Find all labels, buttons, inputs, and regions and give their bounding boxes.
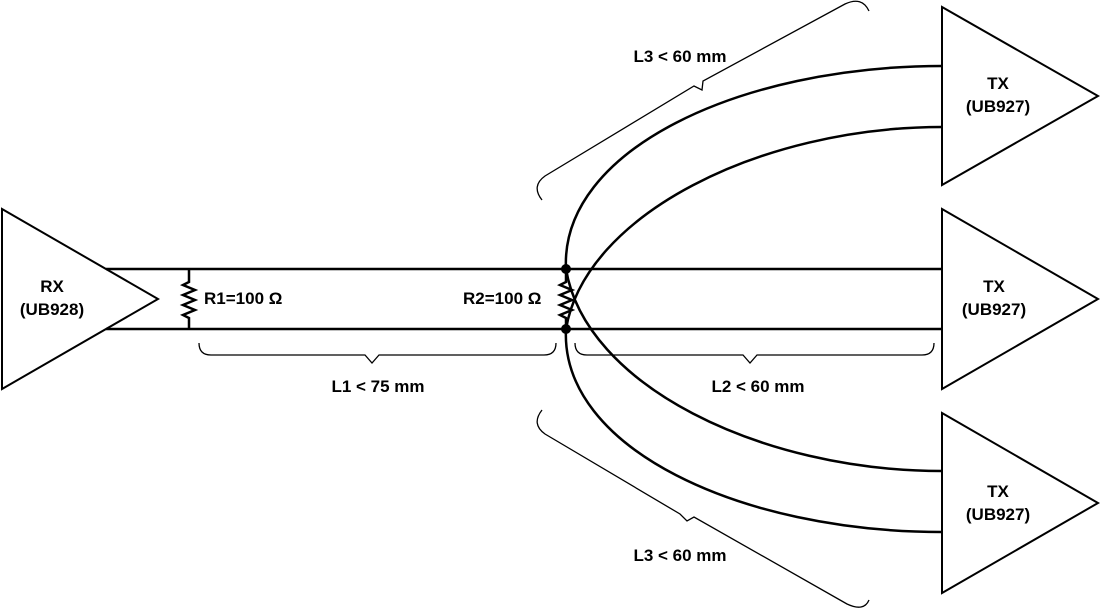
tx-part-bottom: (UB927) xyxy=(966,505,1030,524)
branch-bottom-outer xyxy=(564,328,943,534)
l1-brace-path xyxy=(198,342,557,364)
r1-symbol xyxy=(179,269,199,329)
l1-brace: L1 < 75 mm xyxy=(198,342,557,396)
l3-top-brace-path xyxy=(536,0,870,201)
r1-label: R1=100 Ω xyxy=(204,289,282,308)
l2-brace-path xyxy=(574,342,935,364)
tx-part-middle: (UB927) xyxy=(962,300,1026,319)
main-differential-pair xyxy=(106,267,942,331)
tx-triangle-middle xyxy=(941,207,1101,391)
r1-resistor: R1=100 Ω xyxy=(179,269,282,329)
l2-brace: L2 < 60 mm xyxy=(574,342,935,396)
tx-block-middle: TX (UB927) xyxy=(941,207,1101,391)
branch-bottom-inner xyxy=(564,268,943,473)
branch-bottom xyxy=(564,268,943,534)
tx-triangle-bottom xyxy=(941,411,1101,595)
l3-top-label: L3 < 60 mm xyxy=(633,47,726,66)
r2-label: R2=100 Ω xyxy=(463,289,541,308)
tx-name-top: TX xyxy=(987,74,1009,93)
branch-top-outer xyxy=(564,64,943,270)
rx-triangle xyxy=(1,207,161,391)
r2-symbol xyxy=(556,269,576,329)
tx-part-top: (UB927) xyxy=(966,97,1030,116)
l3-top-brace: L3 < 60 mm xyxy=(536,0,870,201)
r2-resistor: R2=100 Ω xyxy=(463,269,576,329)
rx-block: RX (UB928) xyxy=(1,207,161,391)
branch-top xyxy=(564,64,943,330)
tx-block-bottom: TX (UB927) xyxy=(941,411,1101,595)
l3-bottom-brace-path xyxy=(536,409,870,608)
tx-block-top: TX (UB927) xyxy=(941,5,1101,187)
tx-triangle-top xyxy=(941,5,1101,187)
rx-part: (UB928) xyxy=(20,300,84,319)
rx-name: RX xyxy=(40,277,64,296)
branch-top-inner xyxy=(564,125,943,330)
l3-bottom-brace: L3 < 60 mm xyxy=(536,409,870,608)
tx-name-bottom: TX xyxy=(987,482,1009,501)
l3-bottom-label: L3 < 60 mm xyxy=(633,546,726,565)
tx-name-middle: TX xyxy=(983,277,1005,296)
l1-label: L1 < 75 mm xyxy=(331,377,424,396)
l2-label: L2 < 60 mm xyxy=(711,377,804,396)
